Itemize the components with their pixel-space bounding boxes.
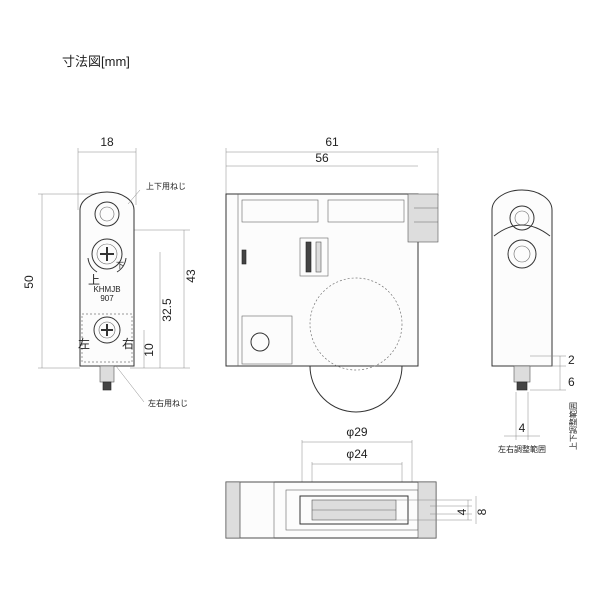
stud-tip [102,381,112,391]
lower-roller [507,239,537,269]
guide-arc [493,224,551,237]
lower-roller-inner [513,245,531,263]
rotation-arrow-icon [87,257,98,273]
dim-width-56: 56 [315,151,329,165]
upper-hole-inner [99,206,115,222]
model-number: 907 [100,294,114,303]
right-view: 2 6 上下調整範囲 4 左右調整範囲 [491,189,578,454]
wheel-outline [299,495,409,525]
rivet [241,249,247,265]
screw-head [98,321,116,339]
dim-2: 2 [568,353,575,367]
lower-plate [241,315,293,365]
side-clip [417,481,437,539]
horizontal-range-label: 左右調整範囲 [498,444,546,454]
dim-phi-24: φ24 [346,447,367,461]
side-view: 61 56 [225,135,439,413]
wheel [309,277,403,371]
dim-width-61: 61 [325,135,339,149]
top-slot [241,199,319,223]
mark-left: 左 [78,336,90,351]
wheel-bottom [309,365,403,413]
bracket [239,481,275,539]
front-view: 18 50 43 32.5 10 上 下 KHMJB 907 [22,135,198,408]
top-slot [327,199,405,223]
spring [305,241,312,273]
leader-line [127,189,141,205]
side-body [225,193,419,367]
plate-hole [250,332,270,352]
dim-width-18: 18 [100,135,114,149]
side-clip [407,193,439,243]
dim-phi-29: φ29 [346,425,367,439]
leader-line [115,365,145,403]
vertical-range-label: 上下調整範囲 [568,402,578,450]
dim-4: 4 [519,421,526,435]
mark-right: 右 [122,336,134,351]
front-body [79,191,135,367]
screw-horizontal-label: 左右用ねじ [148,398,188,408]
vertical-adjust-screw-icon [91,238,123,270]
upper-roller [509,205,535,231]
right-body [491,189,553,367]
dim-height-10: 10 [142,343,156,357]
dim-height-43: 43 [184,269,198,283]
bottom-stud [99,365,115,383]
horizontal-adjust-screw-icon [93,316,121,344]
adjust-recess [81,313,133,363]
dim-height-50: 50 [22,275,36,289]
rotation-arrow-icon [116,257,127,273]
screw-vertical-label: 上下用ねじ [146,182,186,191]
mark-up: 上 [88,273,100,287]
dim-8-bottom: 8 [475,508,489,515]
upper-hole [94,201,120,227]
bottom-view: φ29 φ24 4 8 [225,425,489,539]
model-code: KHMJB [93,285,120,294]
bottom-stud [513,365,531,383]
spring [315,241,322,273]
stud-tip [516,381,528,391]
end-cap [225,481,241,539]
dim-4-bottom: 4 [455,508,469,515]
spring-block [299,237,329,277]
dim-6: 6 [568,375,575,389]
screw-head [96,243,118,265]
dim-height-32-5: 32.5 [160,298,174,322]
mark-down: 下 [116,261,124,270]
page-title: 寸法図[mm] [62,54,130,69]
